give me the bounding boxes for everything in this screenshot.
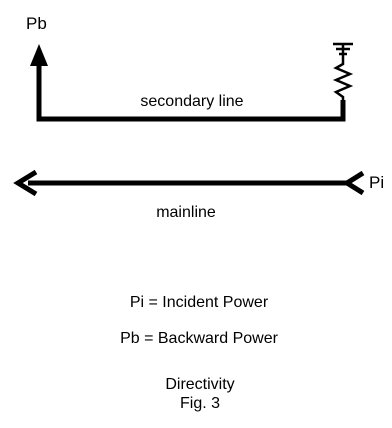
mainline-label: mainline (156, 204, 216, 221)
termination-resistor (332, 58, 354, 100)
legend-incident-power: Pi = Incident Power (130, 294, 269, 311)
caption-title: Directivity (165, 376, 234, 393)
ground-icon (333, 42, 353, 58)
legend-backward-power: Pb = Backward Power (120, 330, 279, 347)
secondary-line-label: secondary line (140, 93, 243, 110)
mainline-right-chevron (342, 170, 365, 196)
mainline-left-arrow-head (13, 169, 38, 197)
caption-figure-number: Fig. 3 (180, 395, 220, 412)
pb-arrow-head (30, 44, 48, 66)
pb-label: Pb (26, 14, 47, 33)
pi-label: Pi (369, 173, 384, 192)
secondary-line (36, 62, 346, 122)
